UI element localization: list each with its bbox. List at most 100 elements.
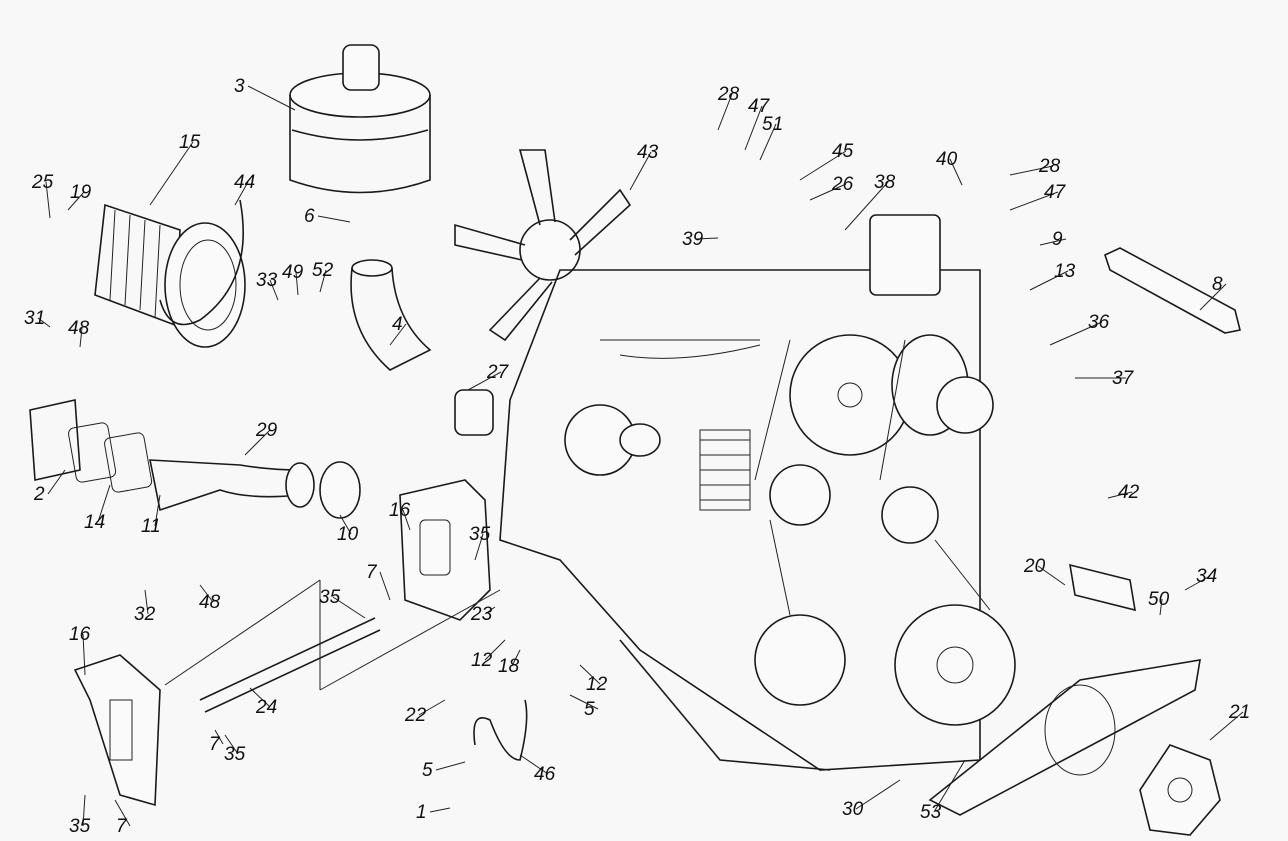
leader-line [244, 429, 271, 456]
part-number-label: 12 [471, 650, 493, 671]
part-number-label: 13 [1054, 261, 1076, 282]
part-number-label: 6 [304, 206, 315, 227]
part-number-label: 18 [498, 656, 520, 677]
rear-support [928, 563, 1221, 836]
part-number-label: 24 [255, 697, 277, 718]
leader-line [519, 754, 549, 775]
leader-line [402, 509, 411, 531]
part-number-label: 49 [282, 262, 304, 283]
leader-line [1029, 270, 1069, 291]
leader-line [317, 215, 351, 223]
leader-line [1037, 565, 1066, 586]
leader-line [224, 734, 239, 755]
leader-line [339, 514, 352, 535]
part-number-label: 11 [141, 516, 161, 537]
leader-line [809, 183, 847, 201]
part-number-label: 1 [416, 802, 427, 823]
leader-line [45, 181, 51, 219]
part-number-label: 39 [682, 229, 704, 250]
part-number-label: 35 [469, 524, 491, 545]
leader-line [933, 759, 966, 813]
leader-line [484, 639, 506, 661]
part-number-label: 46 [534, 764, 556, 785]
part-number-label: 15 [179, 132, 201, 153]
intake-elbow [350, 259, 494, 436]
leader-line [435, 761, 466, 771]
leader-line [82, 794, 86, 827]
part-number-label: 14 [84, 512, 105, 533]
leader-line [79, 327, 83, 348]
mounting-bolt [164, 579, 501, 713]
leader-line [37, 317, 51, 328]
part-number-label: 47 [1044, 182, 1067, 203]
part-number-label: 22 [404, 705, 427, 726]
hose-46 [473, 699, 528, 761]
part-number-label: 7 [366, 562, 378, 583]
leader-line [199, 584, 214, 603]
leader-line [114, 799, 131, 827]
leader-line [247, 85, 296, 111]
leader-line [855, 779, 901, 810]
leader-line [249, 687, 271, 708]
part-number-label: 30 [842, 799, 864, 820]
leader-line [579, 664, 601, 685]
leader-line [1049, 321, 1103, 346]
fan [454, 149, 632, 342]
part-number-label: 38 [874, 172, 896, 193]
leader-line [1159, 598, 1163, 616]
part-number-label: 48 [199, 592, 221, 613]
part-number-label: 28 [1038, 156, 1061, 177]
leader-line [269, 279, 279, 301]
leader-line [1039, 238, 1067, 246]
part-number-label: 20 [1023, 556, 1046, 577]
part-number-label: 36 [1088, 312, 1110, 333]
part-number-label: 10 [337, 524, 359, 545]
part-number-label: 28 [717, 84, 740, 105]
leader-line [484, 606, 496, 615]
leader-line [695, 237, 719, 240]
pulleys [754, 334, 1016, 726]
part-number-label: 34 [1196, 566, 1217, 587]
leader-line [569, 694, 599, 710]
leader-line [234, 181, 249, 206]
part-number-label: 33 [256, 270, 278, 291]
part-number-label: 23 [470, 604, 493, 625]
part-number-label: 29 [255, 420, 278, 441]
leader-line [379, 571, 391, 601]
leader-line [1209, 711, 1244, 741]
part-number-label: 53 [920, 802, 942, 823]
part-number-label: 52 [312, 260, 334, 281]
leader-line [1184, 575, 1211, 591]
leader-line [717, 93, 733, 131]
part-number-label: 45 [832, 141, 854, 162]
part-number-label: 2 [33, 484, 45, 505]
exhaust-pipe [29, 399, 361, 519]
leader-line [319, 269, 327, 293]
part-number-label: 35 [224, 744, 246, 765]
leader-line [82, 633, 86, 676]
leader-line [1107, 491, 1133, 499]
part-number-label: 44 [234, 172, 255, 193]
bracket-8 [1104, 247, 1241, 334]
leader-line [149, 141, 194, 206]
leader-line [844, 181, 889, 231]
leader-line [744, 105, 763, 151]
part-number-label: 3 [234, 76, 245, 97]
part-number-label: 37 [1112, 368, 1135, 389]
leader-line [1009, 165, 1054, 176]
part-number-label: 8 [1212, 274, 1223, 295]
part-number-label: 42 [1118, 482, 1140, 503]
part-number-label: 19 [70, 182, 92, 203]
leader-line [429, 807, 451, 813]
leader-line [144, 589, 149, 615]
part-number-label: 51 [762, 114, 783, 135]
leader-line [47, 469, 66, 495]
leader-line [97, 484, 111, 523]
part-number-label: 16 [69, 624, 91, 645]
leader-line [154, 494, 161, 527]
part-number-label: 47 [748, 96, 771, 117]
leader-line [418, 699, 446, 716]
part-number-label: 7 [116, 816, 128, 837]
